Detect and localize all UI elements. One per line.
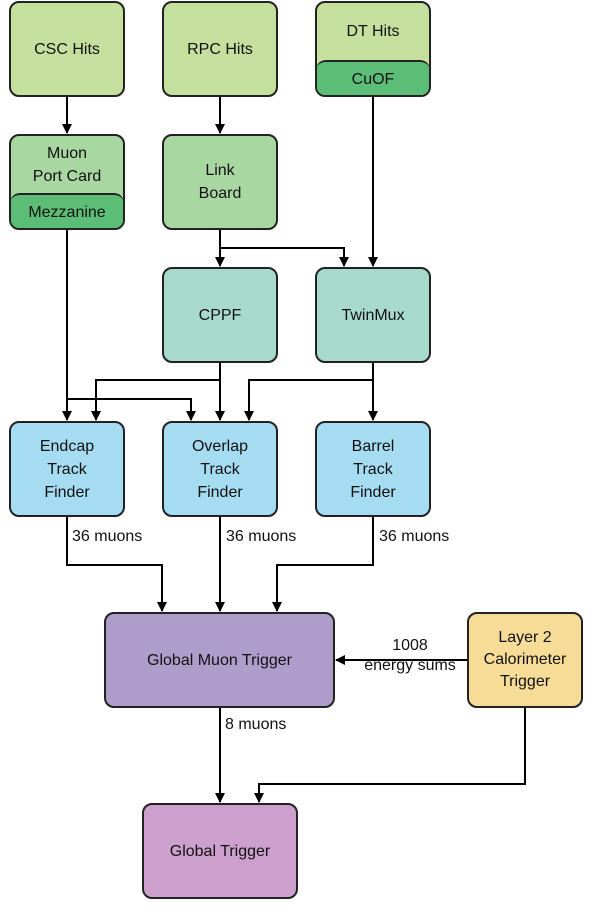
overlap-track-finder-label: Overlap Track Finder (191, 437, 249, 501)
edge-emtf-to-gmt (66, 517, 167, 612)
bmtf-muons-label: 36 muons (379, 528, 450, 545)
layer2-calorimeter-trigger-node: Layer 2 Calorimeter Trigger (467, 612, 583, 708)
muon-port-card-node: Muon Port Card Mezzanine (9, 134, 125, 230)
cppf-node: CPPF (162, 267, 278, 363)
edge-bmtf-to-gmt (272, 517, 374, 612)
cuof-section: CuOF (317, 60, 429, 95)
rpc-hits-label: RPC Hits (187, 40, 253, 58)
energy-sums-label: 1008 energy sums (364, 637, 456, 674)
layer2-calorimeter-trigger-label: Layer 2 Calorimeter Trigger (483, 629, 567, 690)
cppf-label: CPPF (198, 306, 242, 324)
endcap-track-finder-label: Endcap Track Finder (39, 437, 95, 501)
dt-hits-node: DT Hits CuOF (315, 1, 431, 97)
twinmux-node: TwinMux (315, 267, 431, 363)
global-muon-trigger-node: Global Muon Trigger (104, 612, 335, 708)
muon-port-card-label: Muon Port Card (32, 144, 102, 185)
endcap-track-finder-node: Endcap Track Finder (9, 421, 125, 517)
edge-twinmux-to-omtf (244, 379, 373, 421)
mezzanine-section: Mezzanine (11, 193, 123, 228)
edge-mezzanine-to-omtf (67, 398, 196, 421)
edge-linkboard-to-twinmux (220, 247, 349, 267)
barrel-track-finder-node: Barrel Track Finder (315, 421, 431, 517)
barrel-track-finder-label: Barrel Track Finder (350, 437, 396, 501)
edge-cppf-to-emtf (91, 363, 221, 421)
link-board-label: Link Board (198, 162, 242, 202)
overlap-track-finder-node: Overlap Track Finder (162, 421, 278, 517)
link-board-node: Link Board (162, 134, 278, 230)
omtf-muons-label: 36 muons (226, 528, 297, 545)
emtf-muons-label: 36 muons (72, 528, 143, 545)
global-trigger-label: Global Trigger (169, 842, 271, 860)
csc-hits-label: CSC Hits (34, 40, 100, 58)
global-muon-trigger-label: Global Muon Trigger (147, 651, 292, 669)
rpc-hits-node: RPC Hits (162, 1, 278, 97)
csc-hits-node: CSC Hits (9, 1, 125, 97)
edge-calo-to-gt (254, 708, 526, 803)
gmt-muons-label: 8 muons (225, 716, 287, 733)
twinmux-label: TwinMux (341, 306, 405, 324)
global-trigger-node: Global Trigger (142, 803, 298, 899)
dt-hits-label: DT Hits (346, 23, 400, 40)
